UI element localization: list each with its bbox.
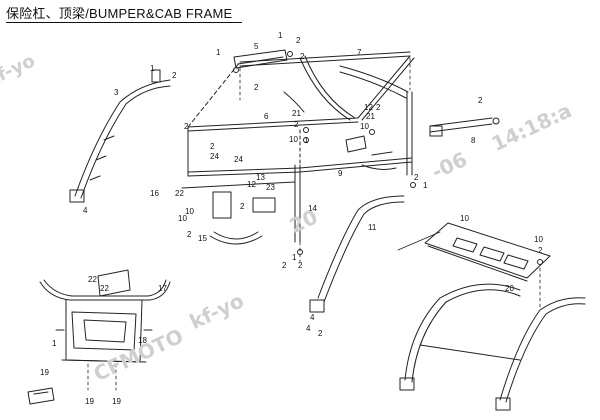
callout-label: 15: [198, 234, 207, 243]
callout-label: 5: [254, 42, 259, 51]
callout-label: 2: [184, 122, 189, 131]
callout-label: 2: [296, 36, 301, 45]
separator-line: [397, 231, 441, 251]
callout-label: 24: [210, 152, 219, 161]
callout-label: 17: [158, 284, 167, 293]
callout-label: 22: [175, 189, 184, 198]
top-beam-part-5: [233, 49, 293, 73]
front-bumper-part-18: [39, 269, 171, 363]
callout-label: 4: [306, 324, 311, 333]
callout-label: 21: [366, 112, 375, 121]
callout-label: 10: [534, 235, 543, 244]
callout-label: 16: [150, 189, 159, 198]
callout-label: 24: [234, 155, 243, 164]
callout-label: 19: [112, 397, 121, 406]
callout-label: 23: [266, 183, 275, 192]
callout-label: 11: [368, 223, 377, 232]
callout-label: 1: [216, 48, 221, 57]
callout-label: 12: [364, 103, 373, 112]
callout-label: 18: [138, 336, 147, 345]
callout-label: 2: [240, 202, 245, 211]
callout-label: 1: [304, 136, 309, 145]
callout-label: 13: [256, 173, 265, 182]
callout-label: 19: [85, 397, 94, 406]
callout-label: 2: [318, 329, 323, 338]
rear-bracket-part-8: [429, 117, 500, 137]
callout-label: 10: [185, 207, 194, 216]
callout-label: 22: [88, 275, 97, 284]
side-leg-tube-part-11: [309, 195, 405, 313]
callout-label: 2: [300, 52, 305, 61]
callout-label: 2: [376, 103, 381, 112]
rear-arch-frame: [399, 283, 586, 411]
callout-label: 19: [40, 368, 49, 377]
callout-label: 1: [423, 181, 428, 190]
guide-lines: [87, 57, 541, 391]
callout-label: 10: [460, 214, 469, 223]
callout-label: 22: [100, 284, 109, 293]
callout-label: 2: [172, 71, 177, 80]
callout-label: 10: [289, 135, 298, 144]
callout-label: 3: [114, 88, 119, 97]
callout-label: 1: [292, 253, 297, 262]
left-swept-tube: [69, 69, 171, 203]
callout-label: 1: [52, 339, 57, 348]
callout-label: 2: [478, 96, 483, 105]
callout-label: 6: [264, 112, 269, 121]
tube-part-15: [209, 231, 263, 245]
callout-label: 10: [360, 122, 369, 131]
callout-label: 20: [505, 284, 514, 293]
callout-label: 14: [308, 204, 317, 213]
callout-label: 2: [294, 120, 299, 129]
callout-label: 1: [278, 31, 283, 40]
callout-label: 1: [150, 64, 155, 73]
small-clip-part: [27, 387, 55, 405]
callout-label: 2: [538, 246, 543, 255]
callout-label: 2: [298, 261, 303, 270]
callout-label: 8: [471, 136, 476, 145]
page-title: 保险杠、顶梁/BUMPER&CAB FRAME: [6, 3, 243, 23]
callout-label: 2: [282, 261, 287, 270]
cab-frame-assembly: [181, 51, 416, 255]
callout-label: 2: [414, 173, 419, 182]
callout-label: 2: [254, 83, 259, 92]
callout-label: 4: [83, 206, 88, 215]
callout-label: 4: [310, 313, 315, 322]
callout-label: 2: [187, 230, 192, 239]
roof-panel-part-20: [424, 222, 551, 282]
callout-label: 7: [357, 48, 362, 57]
callout-label: 10: [178, 214, 187, 223]
callout-label: 12: [247, 180, 256, 189]
callout-label: 21: [292, 109, 301, 118]
callout-label: 9: [338, 169, 343, 178]
callout-label: 2: [210, 142, 215, 151]
